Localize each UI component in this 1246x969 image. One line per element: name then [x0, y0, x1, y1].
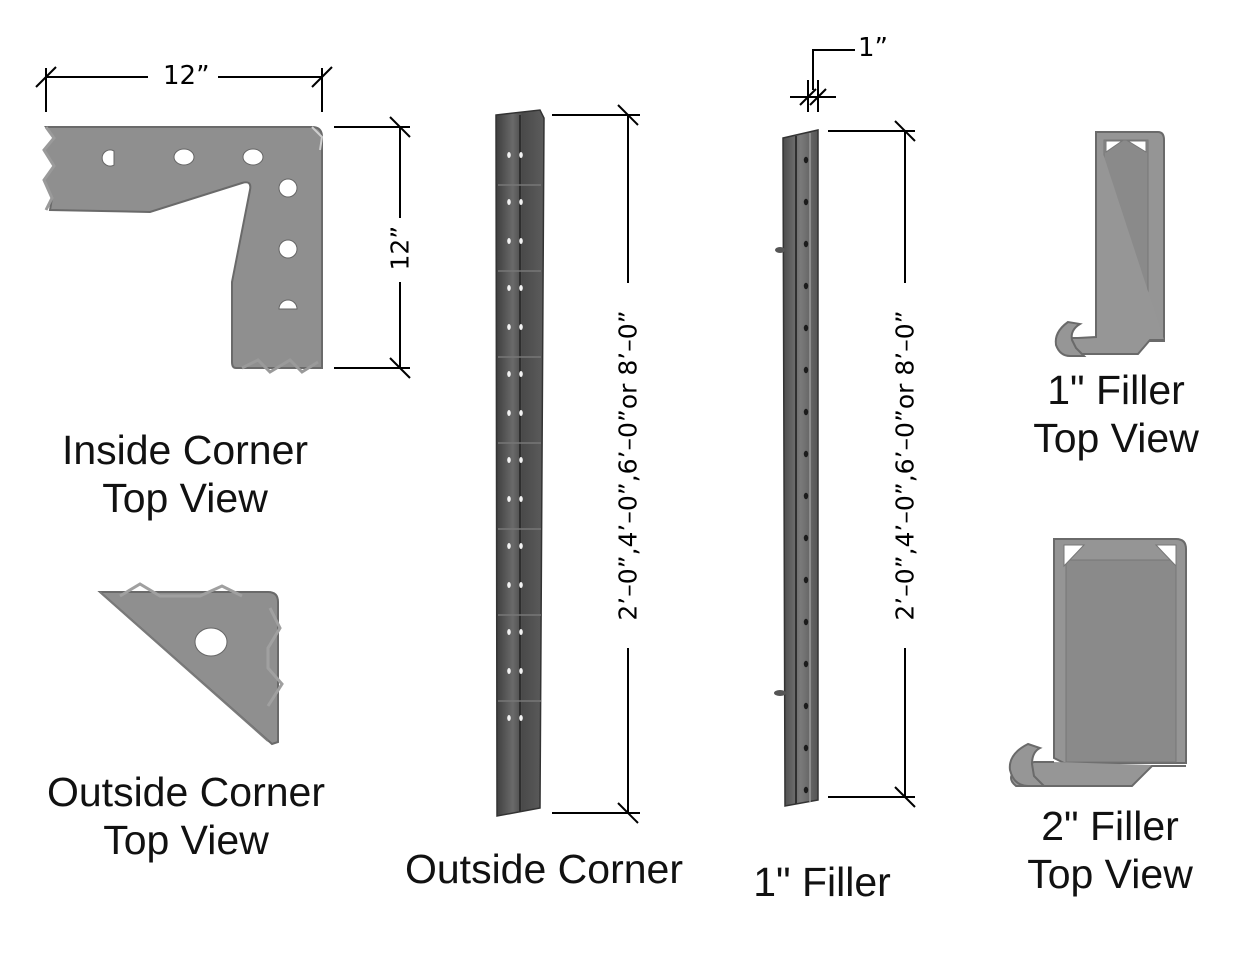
outside-corner-hole	[507, 152, 511, 158]
filler-hole	[803, 786, 809, 794]
filler-hole	[803, 702, 809, 710]
outside-corner-hole	[519, 238, 523, 244]
outside-corner-hole	[507, 410, 511, 416]
inside-corner-width-dimension	[35, 66, 333, 112]
outside-corner-hole	[519, 668, 523, 674]
filler-2-top-view-shape	[1008, 538, 1187, 787]
filler-length-label: 2’–0”,4’–0”,6’–0”or 8’–0”	[890, 310, 920, 621]
outside-corner-length-dimension	[552, 104, 640, 824]
outside-corner-hole	[507, 324, 511, 330]
filler-holes	[803, 156, 809, 794]
filler-hole	[803, 240, 809, 248]
outside-corner-hole	[507, 629, 511, 635]
filler-1-caption: 1" Filler	[753, 859, 891, 905]
outside-corner-hole	[507, 543, 511, 549]
outside-corner-hole	[519, 715, 523, 721]
outside-corner-hole	[519, 582, 523, 588]
filler-hole	[803, 492, 809, 500]
filler-1-top-caption-line2: Top View	[1033, 415, 1199, 461]
filler-hole	[803, 324, 809, 332]
outside-corner-top-caption-line2: Top View	[103, 817, 269, 863]
outside-corner-hole	[519, 371, 523, 377]
outside-corner-hole	[507, 715, 511, 721]
outside-corner-hole	[519, 199, 523, 205]
inside-corner-height-dimension	[334, 116, 411, 379]
outside-corner-hole	[519, 152, 523, 158]
outside-corner-hole	[507, 371, 511, 377]
outside-corner-hole	[507, 238, 511, 244]
outside-corner-hole	[507, 582, 511, 588]
outside-corner-hole	[519, 457, 523, 463]
filler-bar	[774, 129, 819, 807]
outside-corner-hole	[507, 457, 511, 463]
outside-corner-top-caption-line1: Outside Corner	[46, 769, 325, 815]
outside-corner-caption: Outside Corner	[404, 846, 683, 892]
inside-corner-caption: Inside Corner Top View	[20, 426, 350, 522]
filler-hole	[803, 156, 809, 164]
filler-hole	[803, 450, 809, 458]
filler-length-dimension	[828, 120, 916, 808]
outside-corner-plate	[97, 582, 284, 746]
filler-hole	[803, 744, 809, 752]
inside-corner-caption-line2: Top View	[102, 475, 268, 521]
outside-corner-holes	[498, 152, 541, 721]
filler-1-top-caption: 1" Filler Top View	[1000, 366, 1232, 462]
outside-corner-hole	[519, 629, 523, 635]
outside-corner-hole	[507, 496, 511, 502]
filler-hole	[803, 282, 809, 290]
inside-corner-plate	[42, 126, 324, 374]
filler-hole	[803, 576, 809, 584]
outside-corner-hole	[519, 285, 523, 291]
filler-thickness-dimension	[790, 49, 855, 112]
filler-hole	[803, 198, 809, 206]
outside-corner-length-label: 2’–0”,4’–0”,6’–0”or 8’–0”	[613, 310, 643, 621]
inside-corner-width-label: 12”	[163, 61, 210, 91]
filler-hole	[803, 408, 809, 416]
inside-corner-height-label: 12”	[385, 225, 415, 271]
filler-hole	[803, 366, 809, 374]
outside-corner-hole	[507, 285, 511, 291]
filler-1-top-view-shape	[1054, 131, 1165, 357]
outside-corner-hole	[519, 543, 523, 549]
outside-corner-hole	[507, 668, 511, 674]
filler-thickness-label: 1”	[858, 33, 889, 63]
outside-corner-bar	[495, 109, 545, 817]
filler-2-top-caption-line2: Top View	[1027, 851, 1193, 897]
filler-2-top-caption-line1: 2" Filler	[1041, 803, 1179, 849]
filler-1-top-caption-line1: 1" Filler	[1047, 367, 1185, 413]
filler-2-top-caption: 2" Filler Top View	[994, 802, 1226, 898]
outside-corner-hole	[519, 410, 523, 416]
filler-hole	[803, 660, 809, 668]
inside-corner-caption-line1: Inside Corner	[61, 427, 309, 473]
filler-hole	[803, 534, 809, 542]
outside-corner-hole	[519, 324, 523, 330]
outside-corner-hole	[507, 199, 511, 205]
filler-hole	[803, 618, 809, 626]
outside-corner-top-caption: Outside Corner Top View	[16, 768, 356, 864]
outside-corner-hole	[519, 496, 523, 502]
